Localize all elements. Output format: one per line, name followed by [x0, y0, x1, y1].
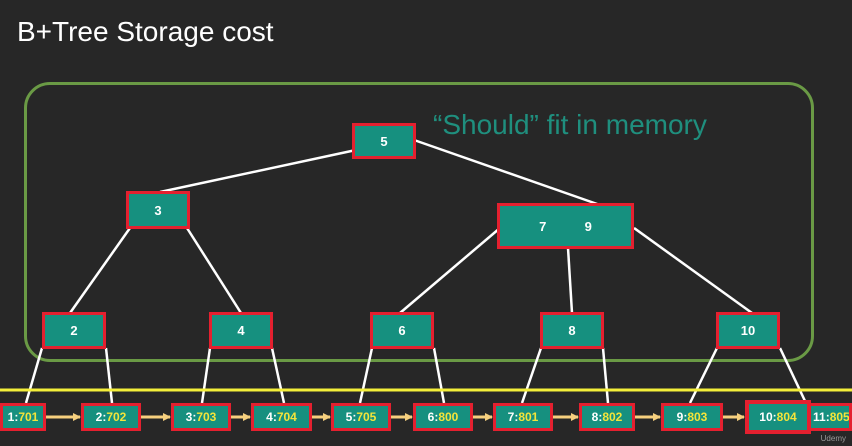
tree-edge [159, 148, 357, 194]
index-node: 8 [540, 312, 604, 349]
node-key: 8 [568, 323, 576, 338]
node-key: 4 [237, 323, 245, 338]
index-node: 6 [370, 312, 434, 349]
tree-edge [778, 347, 807, 402]
leaf-node: 1:701 [0, 403, 46, 431]
memory-boundary [24, 82, 814, 362]
tree-edge [413, 138, 601, 207]
tree-edge [358, 347, 374, 404]
tree-edge [68, 227, 132, 314]
tree-edge [24, 347, 44, 404]
leaf-value: 805 [829, 410, 850, 424]
leaf-key: 4 [266, 410, 273, 424]
tree-edge [399, 227, 501, 314]
leaf-node: 5:705 [331, 403, 391, 431]
leaf-key: 10 [759, 410, 773, 424]
leaf-value: 803 [687, 410, 708, 424]
leaf-key: 3 [185, 410, 193, 424]
node-key: 5 [380, 133, 388, 149]
leaf-node: 6:800 [413, 403, 473, 431]
slide-title: B+Tree Storage cost [17, 16, 274, 47]
tree-edge [520, 347, 543, 404]
leaf-value: 703 [196, 410, 217, 424]
index-node: 4 [209, 312, 273, 349]
leaf-node: 7:801 [493, 403, 553, 431]
tree-edge [200, 347, 212, 404]
leaf-node: 3:703 [171, 403, 231, 431]
node-key: 3 [154, 202, 162, 218]
tree-edge [432, 347, 446, 404]
node-key: 9 [584, 218, 592, 234]
leaf-value: 704 [276, 410, 297, 424]
leaf-node: 11:805 [808, 403, 852, 431]
leaf-node: 2:702 [81, 403, 141, 431]
leaf-key: 9 [676, 410, 684, 424]
index-node: 10 [716, 312, 780, 349]
tree-edge [104, 347, 114, 404]
tree-edge [270, 347, 286, 404]
leaf-node: 9:803 [661, 403, 723, 431]
branch-node-left: 3 [126, 191, 190, 229]
leaf-value: 705 [356, 410, 377, 424]
leaf-value: 801 [518, 410, 539, 424]
node-key: 2 [70, 323, 78, 338]
leaf-value: 702 [106, 410, 127, 424]
leaf-value: 800 [438, 410, 459, 424]
node-key: 10 [740, 323, 756, 338]
leaf-node: 4:704 [251, 403, 312, 431]
leaf-key: 8 [591, 410, 599, 424]
node-key: 7 [539, 218, 547, 234]
index-node: 2 [42, 312, 106, 349]
leaf-node: 10:804 [745, 400, 811, 434]
branch-node-right: 7 9 [497, 203, 634, 249]
leaf-key: 7 [507, 410, 515, 424]
leaf-value: 804 [776, 410, 797, 424]
tree-edge [601, 347, 610, 404]
tree-edge [688, 347, 719, 404]
tree-edge [633, 226, 753, 315]
node-key: 6 [398, 323, 406, 338]
leaf-key: 1 [7, 410, 15, 424]
memory-label: “Should” fit in memory [433, 109, 707, 140]
tree-edge [566, 247, 574, 314]
root-node: 5 [352, 123, 416, 159]
leaf-key: 11 [813, 410, 826, 424]
leaf-key: 6 [427, 410, 435, 424]
leaf-node: 8:802 [579, 403, 635, 431]
udemy-watermark: Udemy [820, 434, 846, 443]
leaf-value: 802 [602, 410, 623, 424]
tree-edge [185, 227, 243, 314]
leaf-value: 701 [18, 410, 39, 424]
leaf-key: 5 [345, 410, 353, 424]
leaf-key: 2 [95, 410, 103, 424]
